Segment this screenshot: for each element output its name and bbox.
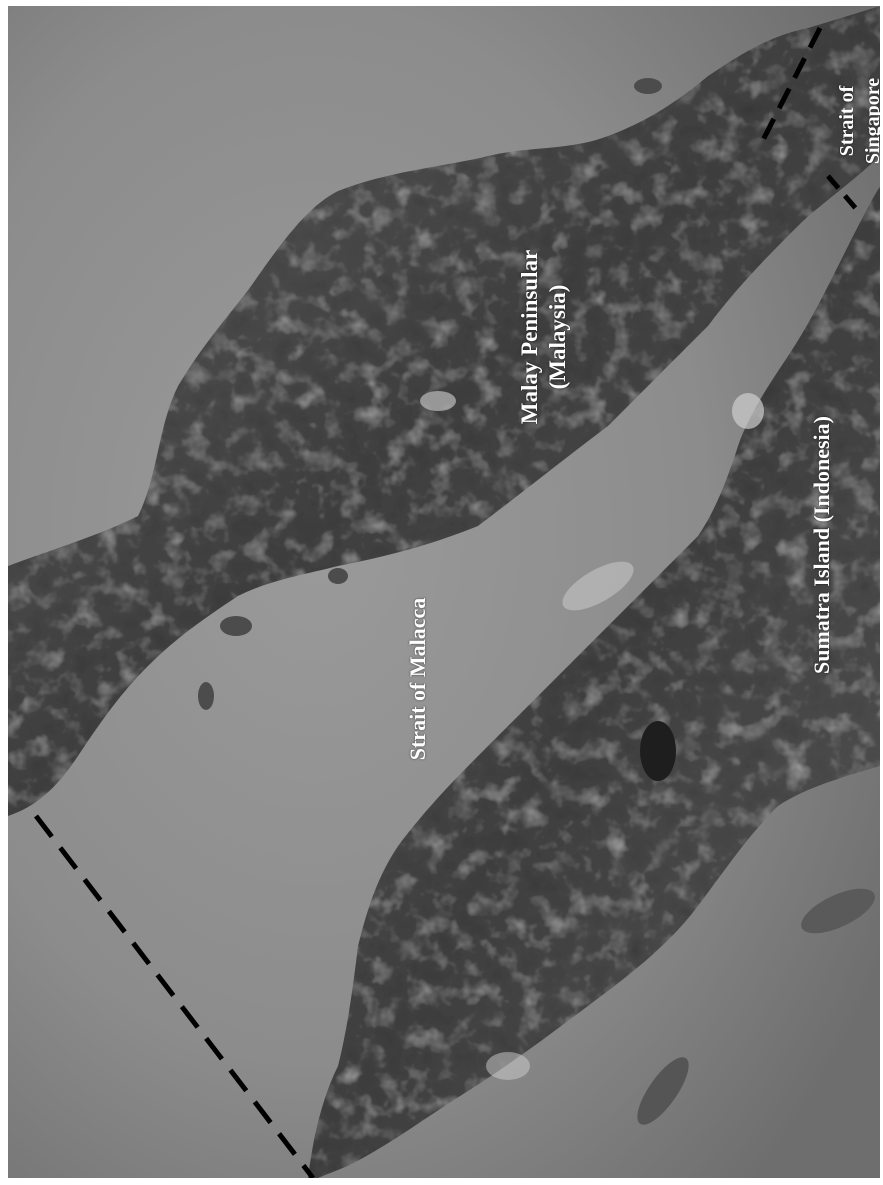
label-malay-line2: (Malaysia) — [545, 284, 570, 390]
boundary-line-northwest — [34, 814, 315, 1178]
malay-peninsula-land — [8, 6, 880, 816]
island — [637, 1057, 689, 1125]
label-singapore-line2: Singapore — [862, 77, 880, 165]
island — [328, 568, 348, 584]
sumatra-land — [308, 186, 880, 1178]
boundary-line-singapore-south — [826, 174, 860, 213]
map-imagery — [8, 6, 880, 1178]
label-strait-of-malacca: Strait of Malacca — [405, 597, 430, 761]
satellite-map: Strait of Malacca Malay Peninsular (Mala… — [8, 6, 880, 1178]
boundary-line-singapore — [757, 26, 823, 148]
label-sumatra-island: Sumatra Island (Indonesia) — [809, 416, 834, 674]
label-malay-peninsular: Malay Peninsular (Malaysia) — [516, 202, 578, 472]
island — [198, 682, 214, 710]
island — [634, 78, 662, 94]
island — [220, 616, 252, 636]
lake — [640, 721, 676, 781]
island — [801, 888, 875, 934]
label-strait-of-singapore: Strait of Singapore — [834, 46, 880, 196]
label-malay-line1: Malay Peninsular — [517, 249, 542, 425]
label-singapore-line1: Strait of — [836, 85, 858, 157]
